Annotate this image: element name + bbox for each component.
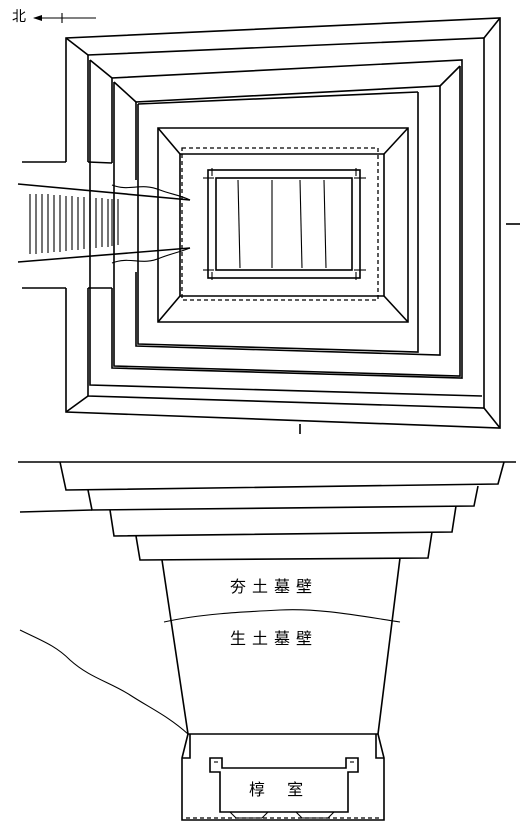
ramp-passage [17, 161, 191, 289]
rammed-earth-wall-label: 夯土墓壁 [230, 577, 319, 596]
north-arrow-icon [33, 13, 96, 23]
coffin-chamber-plan [207, 169, 361, 279]
soil-boundary [163, 609, 401, 623]
coffin-chamber-label: 椁 室 [249, 780, 308, 799]
tomb-plan [17, 17, 520, 434]
dashed-boundary [181, 147, 379, 301]
coffin-chamber-section [209, 757, 359, 813]
outer-frame [65, 17, 501, 429]
natural-earth-line [19, 629, 189, 735]
north-label: 北 [12, 9, 26, 25]
pit-outer-rim [157, 127, 409, 323]
natural-earth-wall-label: 生土墓壁 [230, 629, 319, 648]
tomb-section [18, 461, 516, 821]
